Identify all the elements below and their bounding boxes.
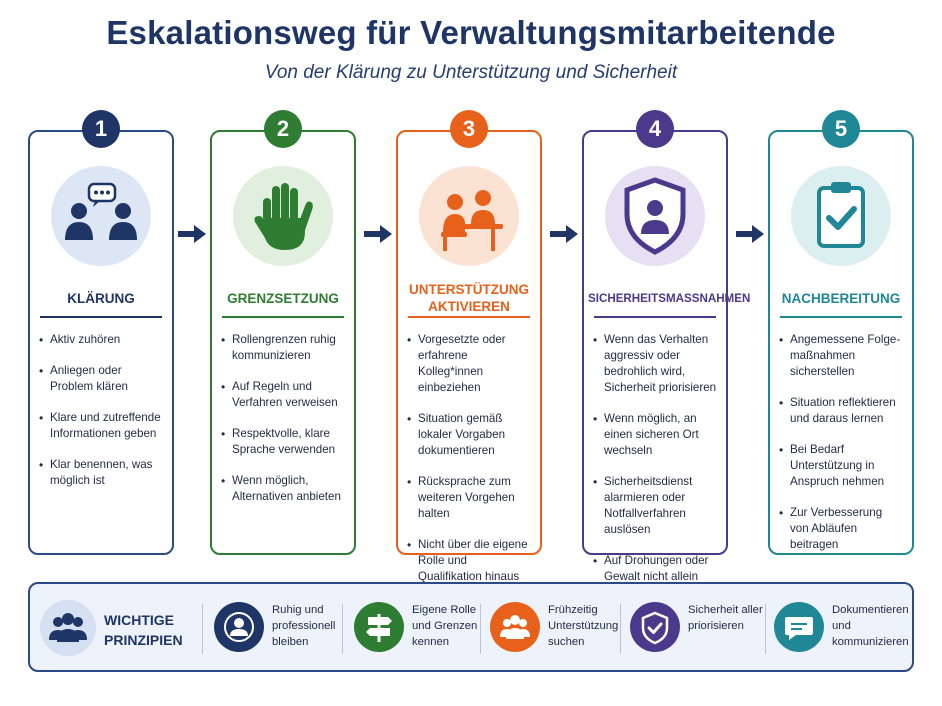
chat-icon [774, 602, 824, 652]
arrow-right-icon [178, 225, 206, 243]
step-number: 3 [450, 110, 488, 148]
list-item: Situation reflektieren und daraus lernen [778, 395, 904, 427]
list-item: Zur Verbesserung von Abläufen beitragen [778, 505, 904, 553]
principle-text: Dokumentieren und kommunizieren [832, 604, 909, 648]
list-item: Bei Bedarf Unterstützung in Anspruch neh… [778, 442, 904, 490]
list-item: Wenn möglich, Alternativen anbieten [220, 473, 346, 505]
step-number: 2 [264, 110, 302, 148]
step-card-klaerung: 1 KLÄRUNG Aktiv zuhören Anliegen oder Pr… [28, 110, 174, 555]
list-item: Wenn möglich, an einen sicheren Ort wech… [592, 411, 718, 459]
principle-text: Sicherheit aller priorisieren [688, 604, 763, 632]
list-item: Respektvolle, klare Sprache verwenden [220, 426, 346, 458]
step-number: 5 [822, 110, 860, 148]
list-item: Wenn das Verhalten aggressiv oder bedroh… [592, 332, 718, 396]
step-number: 4 [636, 110, 674, 148]
step-title: NACHBEREITUNG [781, 291, 901, 306]
list-item: Aktiv zuhören [38, 332, 164, 348]
step-list: Angemessene Folge-maßnahmen sicherstelle… [778, 332, 904, 568]
security-shield-person-icon [605, 166, 705, 266]
step-number: 1 [82, 110, 120, 148]
list-item: Anliegen oder Problem klären [38, 363, 164, 395]
step-divider [222, 316, 344, 318]
step-list: Wenn das Verhalten aggressiv oder bedroh… [592, 332, 718, 616]
principles-label: WICHTIGE PRINZIPIEN [104, 612, 183, 648]
step-divider [40, 316, 162, 318]
shield-check-icon [630, 602, 680, 652]
stop-hand-icon [233, 166, 333, 266]
list-item: Auf Regeln und Verfahren verweisen [220, 379, 346, 411]
principle-text: Frühzeitig Unterstützung suchen [548, 604, 619, 648]
page-title: Eskalationsweg für Verwaltungsmitarbeite… [106, 14, 836, 51]
arrow-right-icon [550, 225, 578, 243]
divider [765, 604, 766, 654]
person-icon [214, 602, 264, 652]
list-item: Sicherheitsdienst alarmieren oder Notfal… [592, 474, 718, 538]
list-item: Vorgesetzte oder erfahrene Kolleg*innen … [406, 332, 532, 396]
arrow-right-icon [736, 225, 764, 243]
step-card-sicherheit: 4 SICHERHEITSMASSNAHMEN Wenn das Verhalt… [582, 110, 751, 599]
page-subtitle: Von der Klärung zu Unterstützung und Sic… [264, 62, 678, 83]
team-icon [490, 602, 540, 652]
step-card-unterstuetzung: 3 UNTERSTÜTZUNG AKTIVIEREN Vorgesetzte o… [396, 110, 542, 599]
step-title: GRENZSETZUNG [227, 291, 339, 306]
step-list: Aktiv zuhören Anliegen oder Problem klär… [38, 332, 164, 504]
step-title: KLÄRUNG [67, 291, 135, 306]
list-item: Situation gemäß lokaler Vorgaben dokumen… [406, 411, 532, 459]
step-title: SICHERHEITSMASSNAHMEN [588, 292, 751, 305]
principle-text: Ruhig und professionell bleiben [272, 604, 336, 648]
step-list: Vorgesetzte oder erfahrene Kolleg*innen … [406, 332, 532, 616]
step-list: Rollengrenzen ruhig kommunizieren Auf Re… [220, 332, 346, 520]
list-item: Angemessene Folge-maßnahmen sicherstelle… [778, 332, 904, 380]
step-card-grenzsetzung: 2 GRENZSETZUNG Rollengrenzen ruhig kommu… [210, 110, 356, 555]
step-card-nachbereitung: 5 NACHBEREITUNG Angemessene Folge-maßnah… [768, 110, 914, 555]
conversation-people-icon [51, 166, 151, 266]
divider [342, 604, 343, 654]
arrow-right-icon [364, 225, 392, 243]
principle-text: Eigene Rolle und Grenzen kennen [412, 604, 478, 648]
signpost-icon [354, 602, 404, 652]
step-title: UNTERSTÜTZUNG AKTIVIEREN [409, 282, 529, 314]
list-item: Rollengrenzen ruhig kommunizieren [220, 332, 346, 364]
divider [480, 604, 481, 654]
clipboard-check-icon [791, 166, 891, 266]
list-item: Klar benennen, was möglich ist [38, 457, 164, 489]
support-meeting-icon [419, 166, 519, 266]
step-divider [594, 316, 716, 318]
divider [202, 604, 203, 654]
step-divider [780, 316, 902, 318]
principles-panel: WICHTIGE PRINZIPIEN Ruhig und profession… [28, 582, 914, 672]
step-divider [408, 316, 530, 318]
divider [620, 604, 621, 654]
group-people-icon [40, 600, 96, 656]
list-item: Rücksprache zum weiteren Vorgehen halten [406, 474, 532, 522]
list-item: Klare und zutreffende Informationen gebe… [38, 410, 164, 442]
